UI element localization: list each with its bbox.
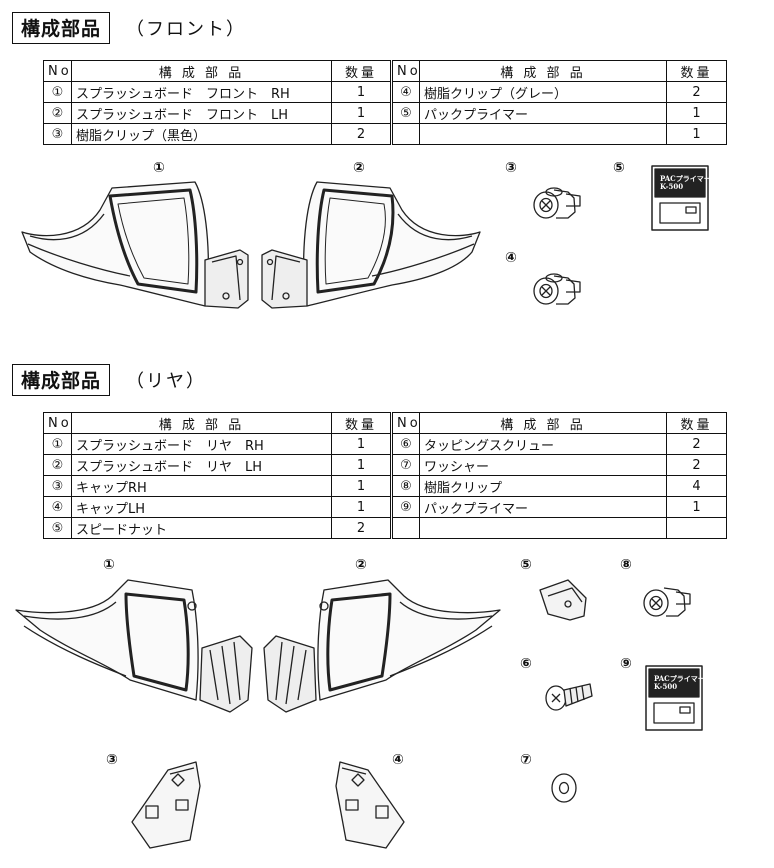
front-primer-package-label: PACプライマー K-500: [660, 175, 711, 191]
rear-fig-label-3: ③: [106, 752, 118, 768]
rear-cap-rh-drawing: [131, 761, 201, 849]
rear-heading-subtitle: （リヤ）: [126, 371, 207, 392]
row-qty: 1: [666, 496, 727, 518]
rear-header-name-right: 構 成 部 品: [419, 412, 667, 434]
row-name: パックプライマー: [419, 496, 667, 518]
rear-cap-lh-drawing: [335, 761, 405, 849]
rear-fig-label-1: ①: [103, 557, 115, 573]
table-row: ② スプラッシュボード リヤ LH 1 ⑦ ワッシャー 2: [43, 454, 727, 476]
front-primer-package-label-line1: PACプライマー: [660, 174, 711, 183]
rear-fig-label-4: ④: [392, 752, 404, 768]
front-header-no-right: No.: [390, 60, 420, 82]
rear-tapping-screw-drawing: [545, 683, 593, 711]
table-row: ② スプラッシュボード フロント LH 1 ⑤ パックプライマー 1: [43, 102, 727, 124]
front-primer-package-label-line2: K-500: [660, 182, 684, 191]
table-row: ⑤ スピードナット 2: [43, 517, 727, 539]
row-name: 樹脂クリップ: [419, 475, 667, 497]
table-row: ① スプラッシュボード フロント RH 1 ④ 樹脂クリップ（グレー） 2: [43, 81, 727, 103]
front-clip-black-drawing: [533, 187, 581, 219]
front-splash-board-lh-drawing: [261, 181, 481, 309]
row-name: 樹脂クリップ（黒色）: [71, 123, 332, 145]
table-row: ③ キャップRH 1 ⑧ 樹脂クリップ 4: [43, 475, 727, 497]
rear-primer-package-drawing: [645, 665, 703, 731]
front-heading-title: 構成部品: [12, 12, 111, 44]
rear-primer-package-label-line2: K-500: [654, 682, 678, 691]
rear-fig-label-9: ⑨: [620, 656, 632, 672]
row-qty: 2: [666, 454, 727, 476]
rear-fig-label-8: ⑧: [620, 557, 632, 573]
rear-fig-label-7: ⑦: [520, 752, 532, 768]
front-fig-label-4: ④: [505, 250, 517, 266]
front-fig-label-3: ③: [505, 160, 517, 176]
front-splash-board-rh-drawing: [21, 181, 249, 309]
rear-heading-title: 構成部品: [12, 364, 111, 396]
rear-header-no-left: No.: [43, 412, 72, 434]
table-row: ③ 樹脂クリップ（黒色） 2 1: [43, 123, 727, 145]
rear-table-header-row: No. 構 成 部 品 数量 No. 構 成 部 品 数量: [43, 412, 727, 434]
front-heading-subtitle: （フロント）: [126, 19, 247, 40]
row-qty: 1: [666, 123, 727, 145]
rear-clip-drawing: [643, 587, 691, 617]
row-name: パックプライマー: [419, 102, 667, 124]
row-name: スプラッシュボード フロント RH: [71, 81, 332, 103]
rear-fig-label-6: ⑥: [520, 656, 532, 672]
row-name: スピードナット: [71, 517, 332, 539]
row-name: キャップRH: [71, 475, 332, 497]
rear-primer-package-label: PACプライマー K-500: [654, 675, 705, 691]
front-clip-grey-drawing: [533, 273, 581, 305]
rear-fig-label-5: ⑤: [520, 557, 532, 573]
rear-speed-nut-drawing: [539, 579, 587, 621]
row-qty: 2: [331, 517, 392, 539]
row-no: ⑤: [43, 517, 72, 539]
front-fig-label-5: ⑤: [613, 160, 625, 176]
rear-washer-drawing: [551, 773, 577, 803]
rear-header-name-left: 構 成 部 品: [71, 412, 332, 434]
front-fig-label-2: ②: [353, 160, 365, 176]
front-primer-package-drawing: [651, 165, 709, 231]
row-qty: [666, 517, 727, 539]
rear-splash-board-rh-drawing: [15, 579, 253, 713]
rear-fig-label-2: ②: [355, 557, 367, 573]
rear-parts-table: No. 構 成 部 品 数量 No. 構 成 部 品 数量 ① スプラッシュボー…: [43, 412, 727, 539]
rear-primer-package-label-line1: PACプライマー: [654, 674, 705, 683]
front-section-heading: 構成部品 （フロント）: [12, 12, 246, 44]
rear-section-heading: 構成部品 （リヤ）: [12, 364, 206, 396]
rear-splash-board-lh-drawing: [263, 579, 501, 713]
front-parts-table: No. 構 成 部 品 数量 No. 構 成 部 品 数量 ① スプラッシュボー…: [43, 60, 727, 145]
front-fig-label-1: ①: [153, 160, 165, 176]
